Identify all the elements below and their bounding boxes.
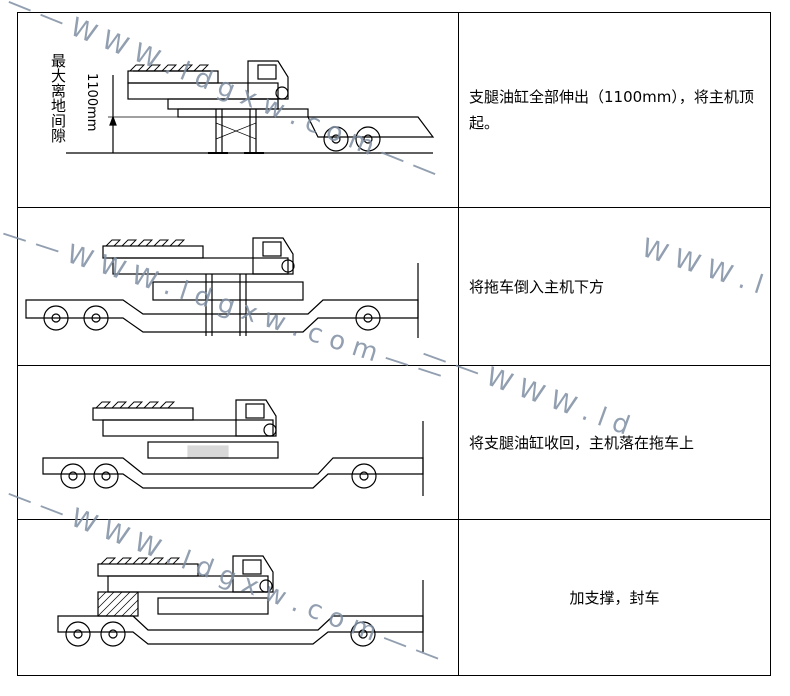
step-4-text-cell: 加支撑，封车: [458, 519, 771, 676]
trailer-rear: [307, 116, 435, 152]
support-beam: [177, 108, 309, 118]
support-block: [97, 591, 139, 617]
step-3-description: 将支腿油缸收回，主机落在拖车上: [469, 433, 695, 452]
step-2-figure: [17, 207, 459, 366]
dimension-arrow-icon: [109, 115, 117, 126]
step-4-description: 加支撑，封车: [569, 588, 660, 607]
step-row-1: 最大离地间隙 1100mm 支腿油缸全部伸出（1100mm），将主机顶起。: [17, 12, 771, 208]
dimension-label: 1100mm: [84, 73, 99, 132]
step-2-description: 将拖车倒入主机下方: [469, 277, 605, 296]
trailer: [57, 580, 424, 652]
step-row-4: 加支撑，封车: [17, 519, 771, 676]
step-row-2: 将拖车倒入主机下方: [17, 207, 771, 366]
outrigger-retracted: [187, 445, 229, 459]
trailer-reversing-drawing: [25, 237, 419, 338]
step-row-3: 将支腿油缸收回，主机落在拖车上: [17, 365, 771, 520]
support-beam: [157, 597, 269, 615]
trailer: [42, 421, 424, 496]
step-1-figure: 最大离地间隙 1100mm: [17, 12, 459, 208]
support-beam: [152, 281, 304, 301]
crane-body: [102, 237, 295, 275]
crane-body: [92, 399, 277, 437]
step-2-text-cell: 将拖车倒入主机下方: [458, 207, 771, 366]
max-ground-clearance-label: 最大离地间隙: [49, 53, 67, 143]
crane-jacked-up-drawing: [66, 60, 435, 154]
step-1-description: 支腿油缸全部伸出（1100mm），将主机顶起。: [469, 88, 754, 132]
step-3-figure: [17, 365, 459, 520]
step-4-figure: [17, 519, 459, 676]
outrigger-legs: [205, 274, 247, 336]
crane-secured-drawing: [57, 555, 424, 652]
outrigger-legs: [208, 109, 264, 154]
crane-body: [127, 60, 289, 110]
procedure-table: 最大离地间隙 1100mm 支腿油缸全部伸出（1100mm），将主机顶起。: [17, 12, 771, 676]
support-beam: [147, 441, 279, 459]
step-3-text-cell: 将支腿油缸收回，主机落在拖车上: [458, 365, 771, 520]
crane-lowered-drawing: [42, 399, 424, 496]
trailer: [25, 263, 419, 338]
step-1-text-cell: 支腿油缸全部伸出（1100mm），将主机顶起。: [458, 12, 771, 208]
crane-body: [97, 555, 274, 593]
